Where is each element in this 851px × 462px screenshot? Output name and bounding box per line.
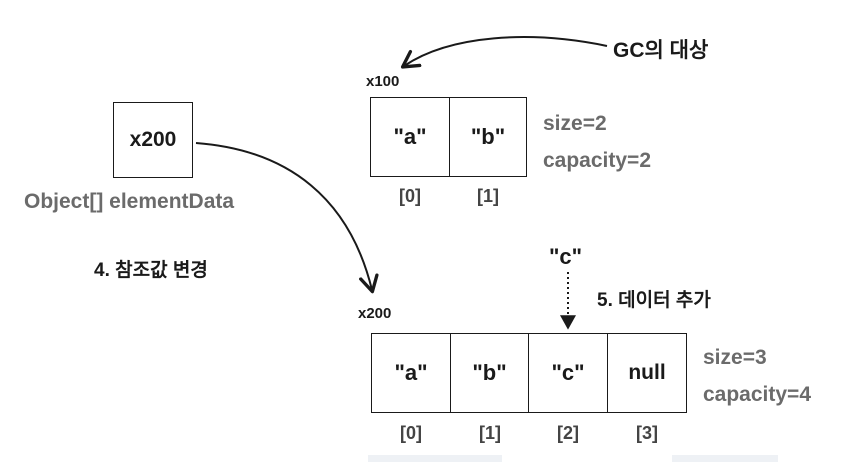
new-array-cell-3-value: null: [628, 361, 666, 384]
reference-change-arrow: [195, 142, 379, 294]
gc-arrow: [400, 36, 608, 69]
pointer-value: x200: [129, 128, 177, 151]
new-array-cell-3: null: [607, 333, 687, 413]
old-array-cell-0-value: "a": [393, 124, 427, 149]
old-array-address: x100: [366, 73, 400, 90]
old-array-capacity: capacity=2: [543, 149, 651, 172]
new-value-label: "c": [549, 244, 583, 269]
new-array-index-0: [0]: [400, 423, 422, 443]
new-array-index-2: [2]: [557, 423, 579, 443]
new-array-size: size=3: [703, 346, 767, 369]
old-array-index-1: [1]: [477, 186, 499, 206]
old-array-cell-1: "b": [449, 97, 527, 177]
new-array-cell-0: "a": [371, 333, 451, 413]
new-array-cell-0-value: "a": [394, 360, 428, 385]
old-array-cell-0: "a": [370, 97, 450, 177]
old-array-index-0: [0]: [399, 186, 421, 206]
new-array-capacity: capacity=4: [703, 383, 811, 406]
bottom-edge-strip-right: [672, 455, 778, 462]
new-array-cell-2: "c": [528, 333, 608, 413]
bottom-edge-strip-left: [368, 455, 502, 462]
new-array-cell-1: "b": [450, 333, 529, 413]
step4-label: 4. 참조값 변경: [94, 260, 208, 281]
step5-label: 5. 데이터 추가: [597, 290, 711, 311]
old-array-cell-1-value: "b": [470, 124, 506, 149]
pointer-label: Object[] elementData: [24, 190, 235, 213]
new-array-cell-2-value: "c": [551, 360, 585, 385]
element-data-pointer-box: x200: [113, 102, 193, 178]
new-array-index-3: [3]: [636, 423, 658, 443]
gc-target-label: GC의 대상: [613, 39, 709, 62]
new-array-address: x200: [358, 305, 392, 322]
new-array-index-1: [1]: [479, 423, 501, 443]
old-array-size: size=2: [543, 112, 607, 135]
new-array-cell-1-value: "b": [472, 360, 507, 385]
